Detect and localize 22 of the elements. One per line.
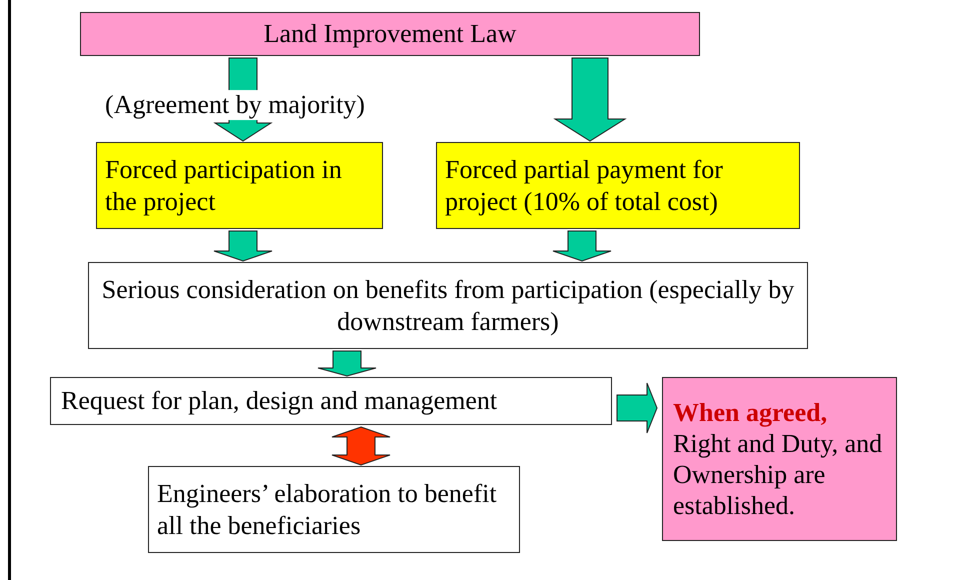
box-text: Serious consideration on benefits from participation (especially by downstream farmers) xyxy=(100,274,796,337)
heading-text: When agreed, xyxy=(673,396,828,428)
process-box xyxy=(662,377,897,541)
box-text: Forced partial payment for project (10% of total cost) xyxy=(445,154,724,217)
block-arrow xyxy=(553,58,627,142)
process-box xyxy=(148,466,520,553)
process-box xyxy=(96,142,383,229)
process-box xyxy=(88,262,808,349)
block-arrow xyxy=(616,382,658,434)
box-text: Right and Duty, and Ownership are established. xyxy=(673,428,884,522)
box-text: Request for plan, design and management xyxy=(61,385,498,417)
box-text: Land Improvement Law xyxy=(264,18,516,50)
process-box xyxy=(80,12,700,56)
process-box xyxy=(50,377,612,425)
edge-label: (Agreement by majority) xyxy=(103,90,367,120)
block-arrow xyxy=(332,426,390,466)
block-arrow xyxy=(318,350,376,377)
block-arrow xyxy=(214,230,272,262)
process-box xyxy=(436,142,800,229)
block-arrow xyxy=(552,230,612,262)
box-text: Engineers’ elaboration to benefit all the beneficiaries xyxy=(157,478,498,541)
box-text: Forced participation in the project xyxy=(105,154,343,217)
